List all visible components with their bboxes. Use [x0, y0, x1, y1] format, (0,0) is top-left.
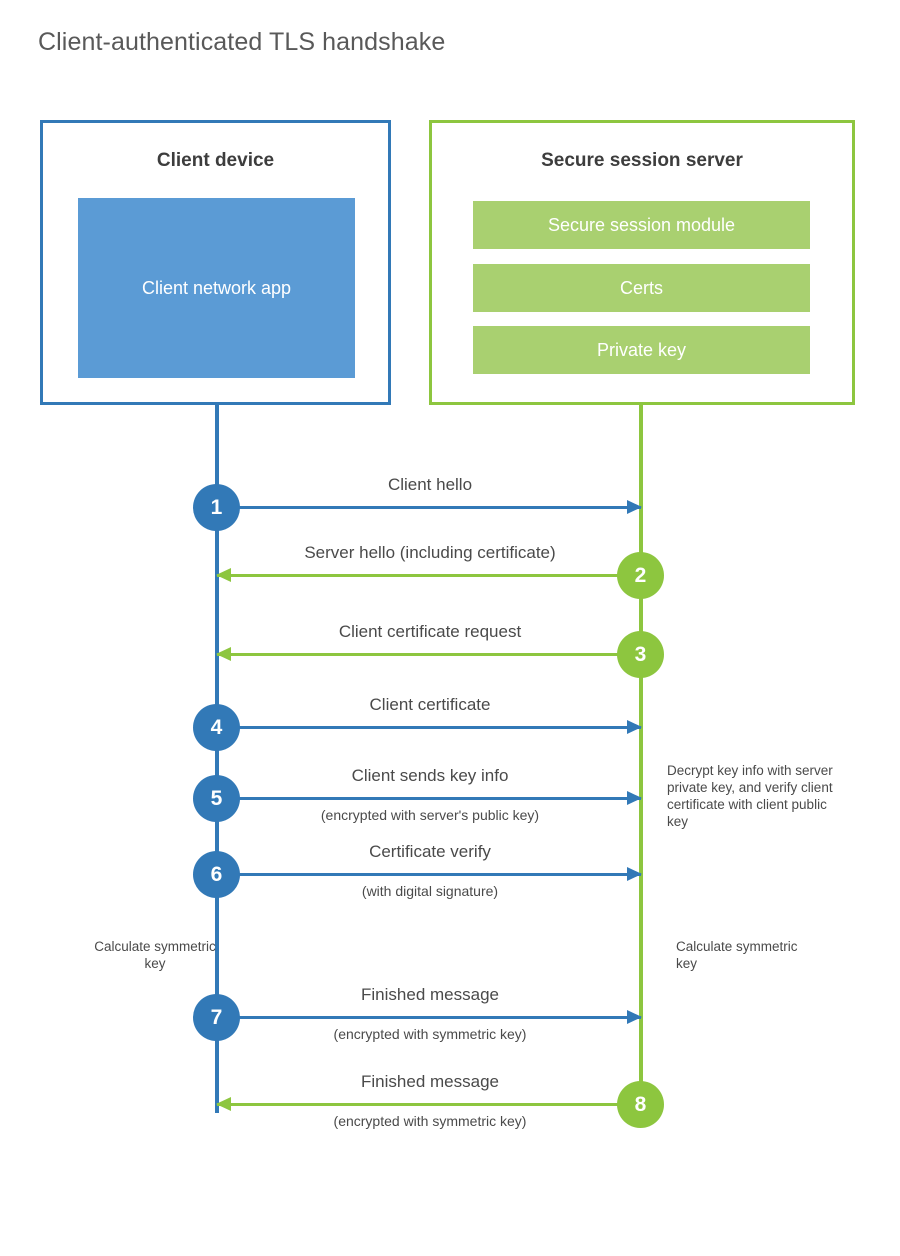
page-title: Client-authenticated TLS handshake [38, 28, 446, 56]
step-badge-2: 2 [617, 552, 664, 599]
arrow-head-right-icon [627, 720, 642, 734]
secure-session-server-box: Secure session server Secure session mod… [429, 120, 855, 405]
message-arrow-line-4 [217, 726, 641, 729]
message-arrow-line-7 [217, 1016, 641, 1019]
arrow-head-left-icon [216, 568, 231, 582]
secure-session-server-title: Secure session server [541, 150, 743, 171]
arrow-head-right-icon [627, 1010, 642, 1024]
step-badge-8: 8 [617, 1081, 664, 1128]
server-decrypt-note: Decrypt key info with server private key… [667, 763, 833, 829]
message-label-8: Finished message [361, 1072, 499, 1091]
message-label-7: Finished message [361, 985, 499, 1004]
step-badge-7: 7 [193, 994, 240, 1041]
server-component-secure-session-module: Secure session module [473, 201, 810, 249]
arrow-head-right-icon [627, 500, 642, 514]
client-device-title: Client device [156, 150, 275, 171]
step-badge-4: 4 [193, 704, 240, 751]
message-label-1: Client hello [387, 475, 473, 494]
step-badge-1: 1 [193, 484, 240, 531]
message-arrow-line-1 [217, 506, 641, 509]
message-arrow-line-6 [217, 873, 641, 876]
server-component-certs: Certs [473, 264, 810, 312]
message-arrow-line-8 [217, 1103, 641, 1106]
message-sublabel-5: (encrypted with server's public key) [320, 807, 540, 823]
message-label-3: Client certificate request [338, 622, 522, 641]
client-network-app-block: Client network app [78, 198, 355, 378]
message-arrow-line-3 [217, 653, 641, 656]
step-badge-6: 6 [193, 851, 240, 898]
client-calculate-symmetric-key-note: Calculate symmetric key [94, 939, 216, 971]
client-device-box: Client device Client network app [40, 120, 391, 405]
step-badge-5: 5 [193, 775, 240, 822]
message-arrow-line-2 [217, 574, 641, 577]
server-calculate-symmetric-key-note: Calculate symmetric key [676, 939, 798, 971]
arrow-head-left-icon [216, 647, 231, 661]
message-sublabel-7: (encrypted with symmetric key) [333, 1026, 527, 1042]
message-label-2: Server hello (including certificate) [304, 543, 556, 562]
message-sublabel-6: (with digital signature) [361, 883, 499, 899]
message-label-5: Client sends key info [351, 766, 509, 785]
client-lifeline [215, 405, 219, 1113]
arrow-head-right-icon [627, 791, 642, 805]
arrow-head-right-icon [627, 867, 642, 881]
server-lifeline [639, 405, 643, 1105]
message-label-6: Certificate verify [369, 842, 491, 861]
step-badge-3: 3 [617, 631, 664, 678]
arrow-head-left-icon [216, 1097, 231, 1111]
message-sublabel-8: (encrypted with symmetric key) [333, 1113, 527, 1129]
message-arrow-line-5 [217, 797, 641, 800]
message-label-4: Client certificate [369, 695, 491, 714]
server-component-private-key: Private key [473, 326, 810, 374]
